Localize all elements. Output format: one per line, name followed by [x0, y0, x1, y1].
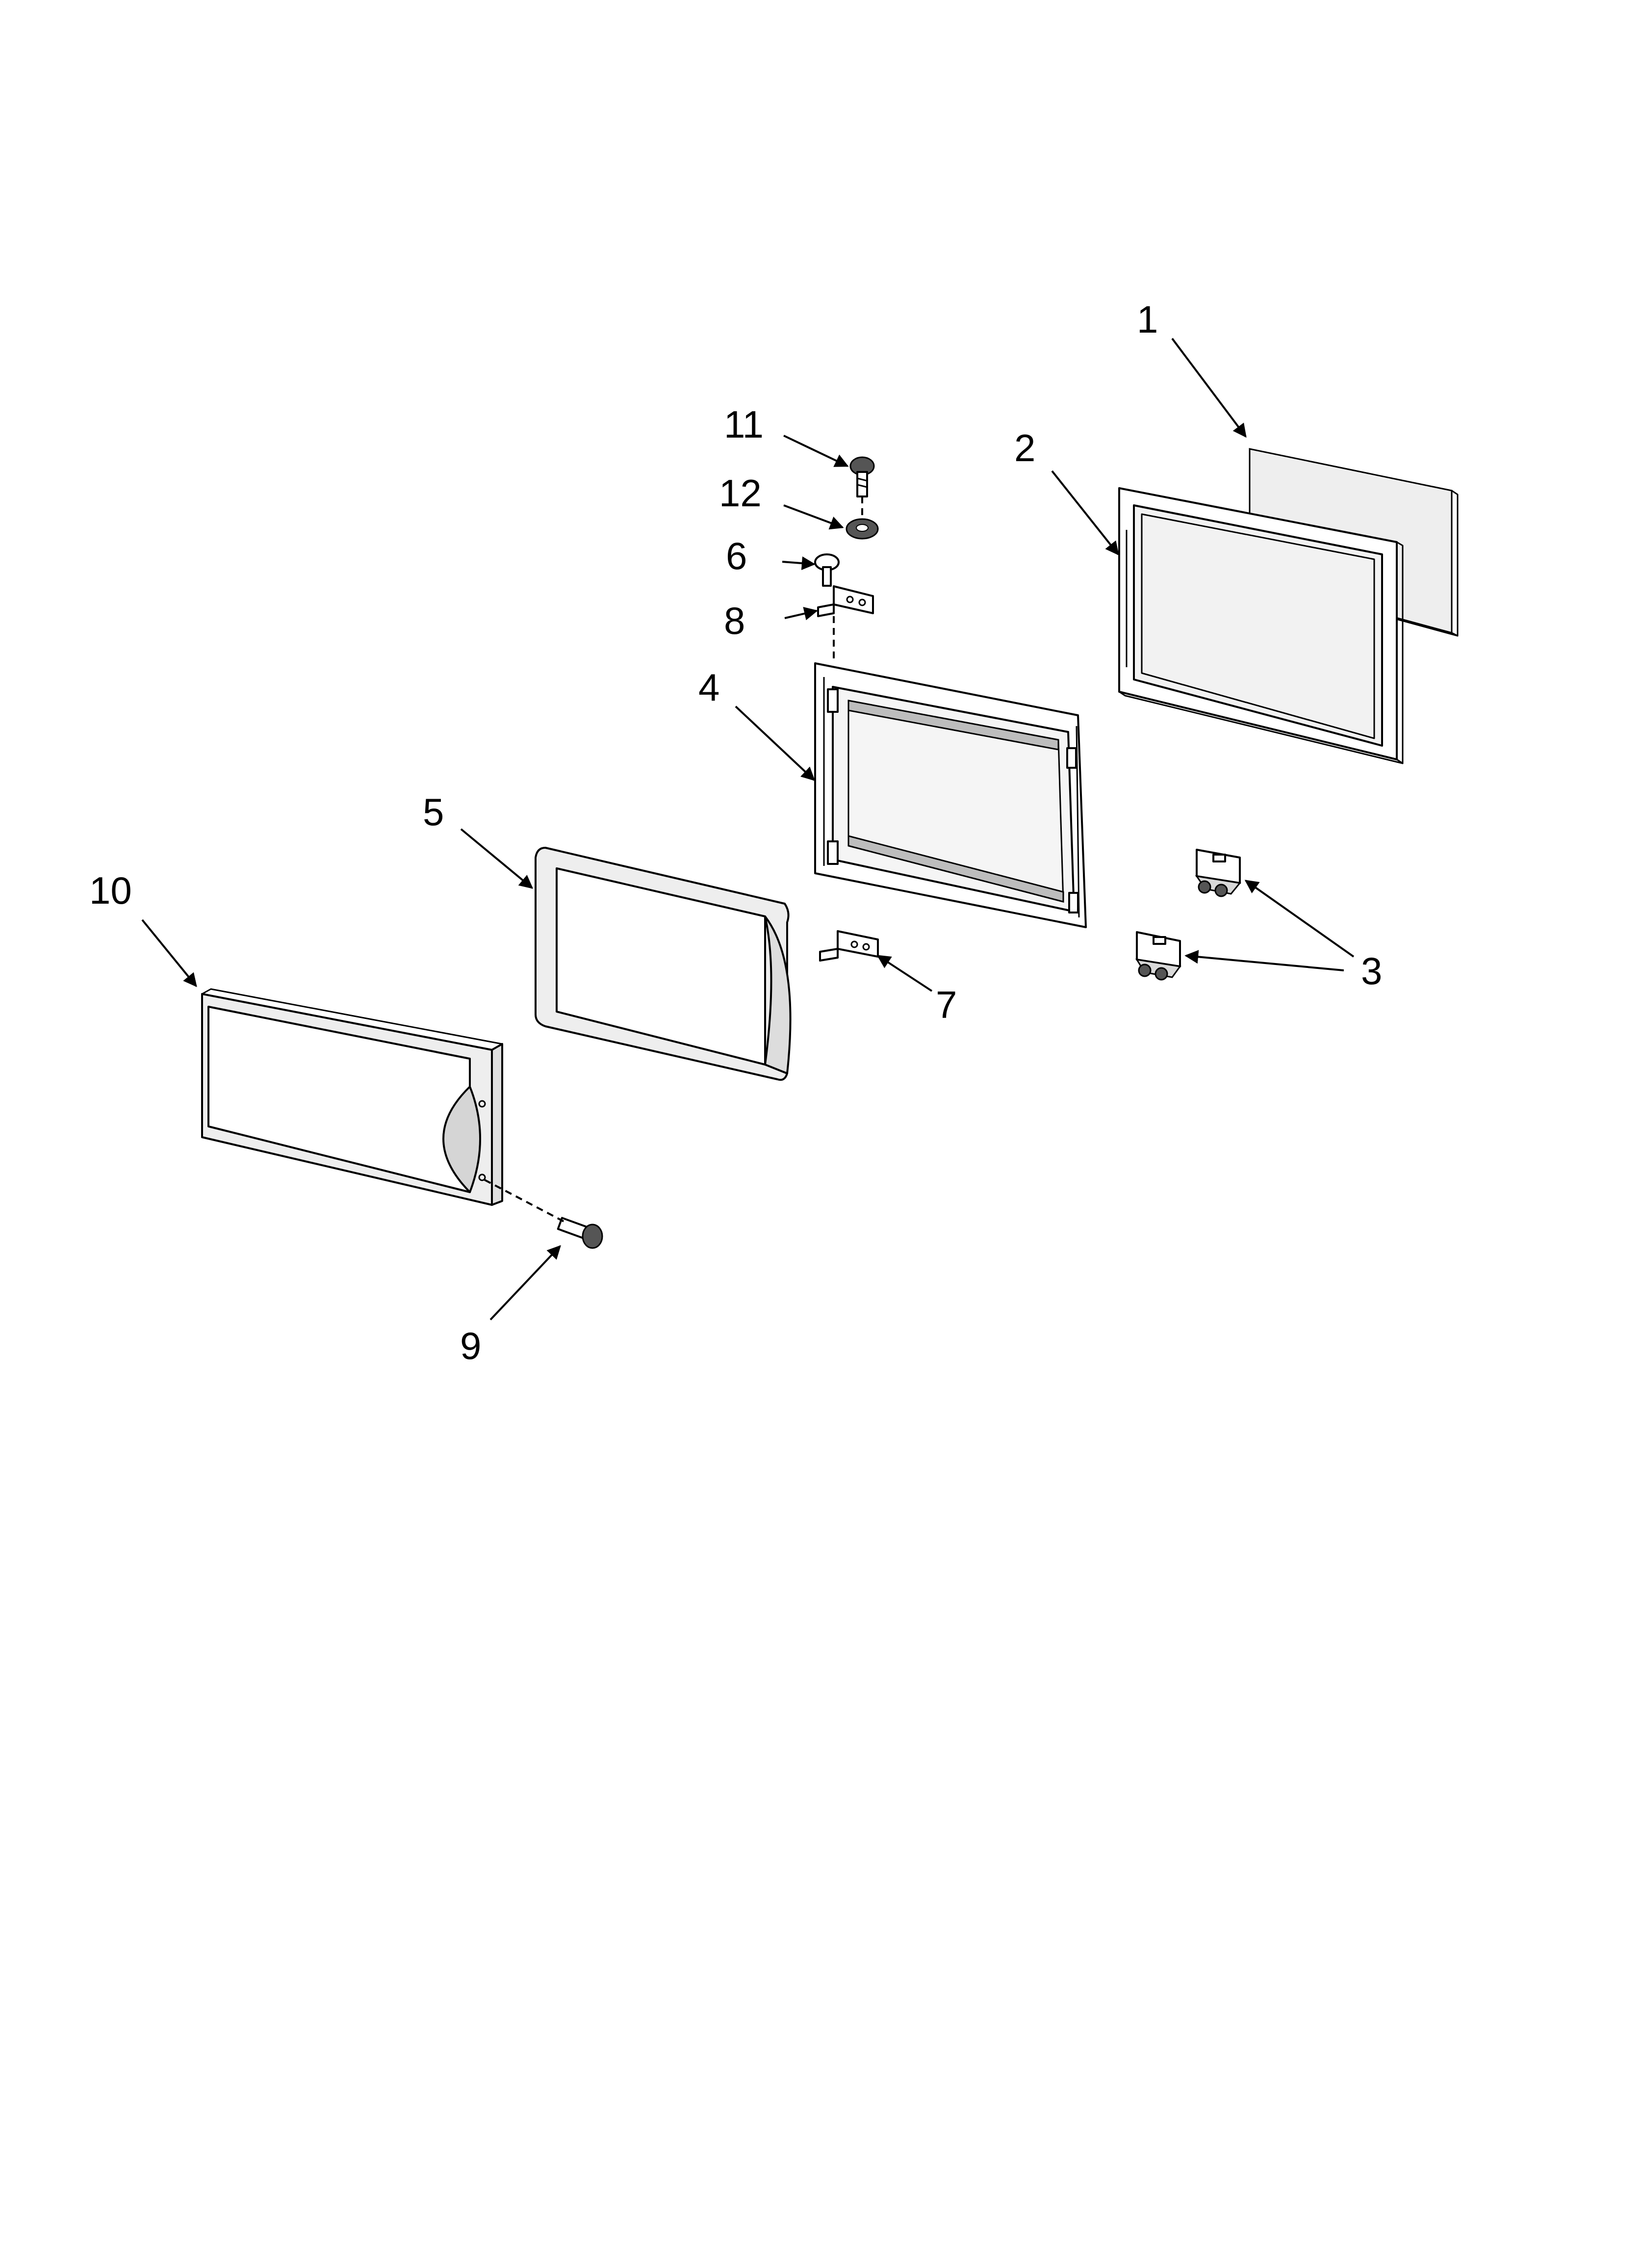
part-2-choke-frame[interactable] [1118, 487, 1404, 764]
part-7-lower-hinge[interactable] [819, 930, 879, 962]
part-5-door-trim[interactable] [535, 847, 792, 1081]
part-3-latch-lower[interactable] [1135, 931, 1181, 981]
part-3-latch-upper[interactable] [1195, 849, 1241, 897]
leader-lines [141, 338, 1355, 1321]
callout-5: 5 [423, 790, 444, 834]
part-4-inner-door-frame[interactable] [814, 662, 1087, 928]
part-6-pin[interactable] [814, 553, 840, 587]
assembly-line-screw-to-door [484, 1179, 564, 1223]
part-11-screw[interactable] [849, 456, 875, 497]
callout-11: 11 [724, 403, 764, 446]
part-9-door-screw[interactable] [557, 1217, 603, 1249]
callout-3: 3 [1361, 949, 1382, 992]
part-12-washer[interactable] [846, 518, 879, 540]
callout-1: 1 [1137, 298, 1158, 341]
callout-6: 6 [726, 534, 747, 577]
callout-8: 8 [724, 599, 745, 642]
callout-2: 2 [1014, 426, 1035, 469]
part-8-upper-hinge[interactable] [817, 585, 874, 617]
callout-10: 10 [89, 869, 132, 912]
part-10-door-assembly[interactable] [201, 988, 503, 1206]
callout-12: 12 [719, 471, 762, 515]
callout-4: 4 [698, 666, 719, 709]
callout-9: 9 [460, 1324, 481, 1367]
callout-7: 7 [936, 983, 957, 1026]
